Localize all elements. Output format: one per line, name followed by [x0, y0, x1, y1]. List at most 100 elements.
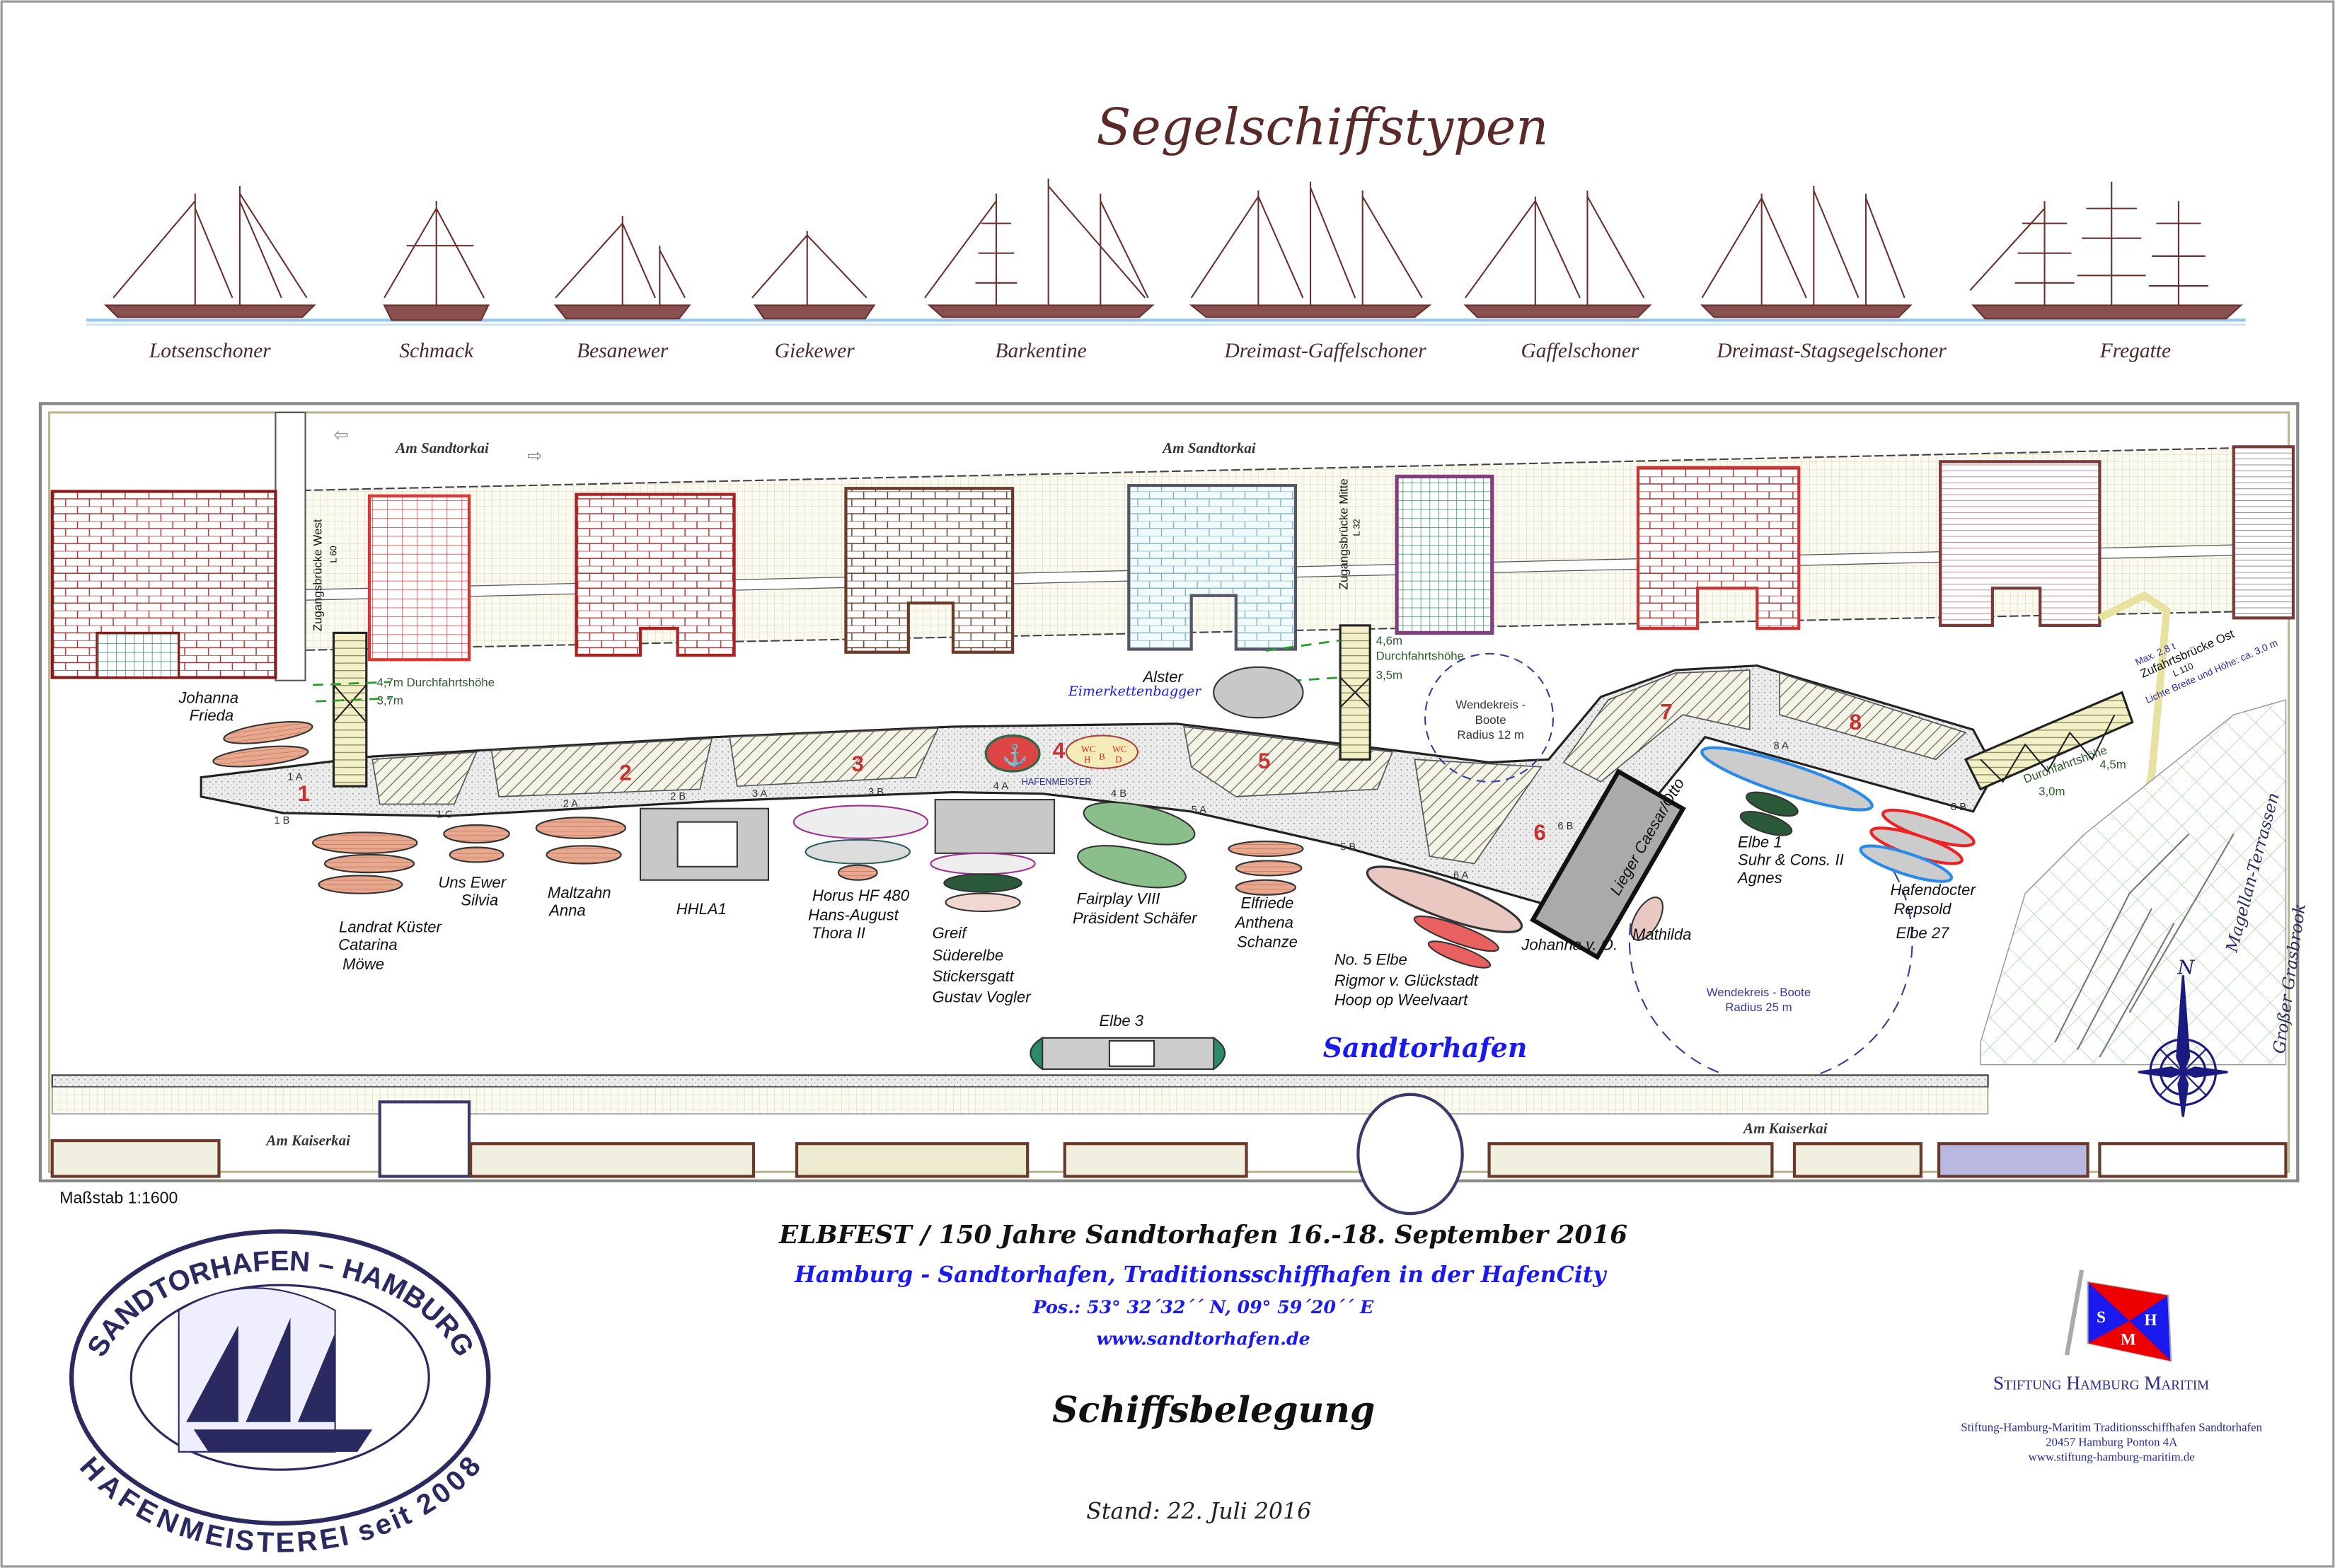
svg-text:4,6m: 4,6m: [1376, 634, 1402, 647]
ship-type-label: Barkentine: [996, 340, 1087, 362]
ship-labels: Johanna Frieda Landrat Küster Catarina M…: [178, 668, 1976, 1030]
svg-text:6 A: 6 A: [1453, 870, 1468, 882]
svg-text:H: H: [2145, 1311, 2157, 1330]
berth-number: 7: [1660, 698, 1673, 724]
svg-text:Radius 25 m: Radius 25 m: [1725, 1001, 1792, 1014]
svg-text:Greif: Greif: [932, 924, 968, 942]
svg-text:Süderelbe: Süderelbe: [932, 946, 1003, 964]
boat: [1235, 879, 1297, 896]
ship-type-label: Lotsenschoner: [149, 340, 271, 362]
svg-text:Elbe 1: Elbe 1: [1738, 833, 1782, 851]
svg-text:Präsident Schäfer: Präsident Schäfer: [1073, 909, 1198, 927]
boat: [546, 845, 622, 865]
svg-text:Gustav Vogler: Gustav Vogler: [932, 988, 1032, 1005]
svg-text:Agnes: Agnes: [1736, 869, 1782, 887]
boat: [1235, 860, 1303, 877]
svg-text:Repsold: Repsold: [1893, 900, 1951, 918]
boat: [1077, 845, 1187, 889]
ship-lotsenschoner: [103, 186, 316, 318]
svg-text:3,5m: 3,5m: [1376, 669, 1402, 682]
svg-text:1 B: 1 B: [274, 815, 289, 826]
arrow-right-icon: ⇨: [527, 446, 542, 466]
buildings-north: [50, 445, 2295, 679]
building: [2232, 445, 2295, 620]
svg-text:Wendekreis -: Wendekreis -: [1455, 698, 1526, 712]
svg-text:Catarina: Catarina: [338, 936, 397, 954]
svg-text:S: S: [2097, 1308, 2106, 1327]
boat: [837, 864, 878, 881]
position: Pos.: 53° 32´32´´ N, 09° 59´20´´ E: [1032, 1296, 1374, 1318]
svg-text:WC: WC: [1112, 744, 1126, 754]
svg-text:Boote: Boote: [1475, 713, 1506, 727]
svg-text:8 A: 8 A: [1774, 741, 1789, 752]
boat: [945, 892, 1021, 912]
ship-type-label: Gaffelschoner: [1521, 340, 1639, 362]
svg-text:Hans-August: Hans-August: [808, 906, 899, 924]
svg-text:Anna: Anna: [548, 901, 586, 919]
foundation-address: Stiftung-Hamburg-Maritim Traditionsschif…: [1961, 1420, 2262, 1434]
boat: [1630, 897, 1664, 941]
ship-type-label: Dreimast-Stagsegelschoner: [1716, 340, 1947, 362]
svg-text:20457 Hamburg Ponton 4A: 20457 Hamburg Ponton 4A: [2046, 1435, 2178, 1448]
ship-silhouettes: [103, 178, 2244, 321]
svg-text:Frieda: Frieda: [190, 707, 234, 725]
svg-text:Anthena: Anthena: [1234, 913, 1293, 931]
boat: [1700, 746, 1874, 812]
boat: [1083, 801, 1196, 846]
compass-rose: [2138, 975, 2228, 1117]
boat: [1413, 915, 1499, 952]
berth-number: 8: [1849, 709, 1862, 734]
ship-type-label: Giekewer: [775, 340, 855, 362]
arrow-left-icon: ⇦: [334, 425, 349, 445]
magellan-terraces: [1980, 699, 2287, 1066]
ship-type-label: Fregatte: [2099, 340, 2171, 362]
hafenmeisterei-logo: SANDTORHAFEN – HAMBURG HAFENMEISTEREI se…: [69, 1229, 491, 1559]
svg-text:M: M: [2121, 1330, 2136, 1349]
boat: [1366, 865, 1523, 933]
boat: [1228, 840, 1304, 858]
ship-type-label: Besanewer: [577, 340, 669, 362]
svg-text:L 32: L 32: [1351, 519, 1361, 536]
ship-fregatte: [1969, 181, 2244, 320]
buildings-south: [50, 1093, 2288, 1216]
berth-number: 3: [851, 751, 864, 776]
boat: [930, 852, 1036, 875]
ship-gaffelschoner: [1463, 190, 1652, 318]
svg-text:1 C: 1 C: [437, 809, 453, 820]
boat: [318, 875, 403, 894]
boat: [792, 805, 929, 839]
svg-text:5 B: 5 B: [1340, 842, 1356, 853]
foundation-website[interactable]: www.stiftung-hamburg-maritim.de: [2029, 1450, 2195, 1463]
bridge-ost: [1964, 691, 2134, 791]
berth-fields: [371, 669, 1967, 865]
clearance-label: 4,7m Durchfahrtshöhe: [377, 676, 495, 689]
website-link[interactable]: www.sandtorhafen.de: [1096, 1327, 1310, 1349]
street-am-kaiserkai: Am Kaiserkai: [265, 1131, 350, 1148]
ship-type-label: Schmack: [399, 340, 474, 362]
svg-text:Radius 12 m: Radius 12 m: [1457, 728, 1523, 742]
boat: [943, 873, 1022, 893]
wc-label: WC: [1081, 744, 1095, 754]
boat: [535, 817, 627, 839]
svg-text:Möwe: Möwe: [342, 955, 384, 973]
boat: [212, 745, 309, 768]
berth-number: 4: [1053, 737, 1066, 763]
street-am-kaiserkai: Am Kaiserkai: [1742, 1119, 1828, 1136]
svg-text:1 A: 1 A: [287, 772, 302, 783]
building: [844, 487, 1015, 654]
bridge-west: [332, 631, 368, 788]
ship-dreimast-gaffelschoner: [1189, 181, 1432, 318]
svg-text:6 B: 6 B: [1557, 821, 1573, 832]
svg-text:Eimerkettenbagger: Eimerkettenbagger: [1068, 684, 1201, 699]
svg-text:Hoop op Weelvaart: Hoop op Weelvaart: [1334, 991, 1468, 1009]
berth-number: 5: [1258, 748, 1271, 773]
berth-number: 6: [1533, 819, 1546, 845]
ship-type-labels: Lotsenschoner Schmack Besanewer Giekewer…: [149, 340, 2171, 362]
svg-text:Horus HF 480: Horus HF 480: [812, 887, 910, 904]
svg-text:Stickersgatt: Stickersgatt: [932, 967, 1014, 985]
crane-pontoon: [934, 799, 1056, 854]
boat: [1739, 810, 1793, 836]
svg-text:Alster: Alster: [1141, 668, 1184, 686]
street-am-sandtorkai: Am Sandtorkai: [394, 439, 489, 456]
svg-text:No. 5 Elbe: No. 5 Elbe: [1334, 951, 1407, 969]
